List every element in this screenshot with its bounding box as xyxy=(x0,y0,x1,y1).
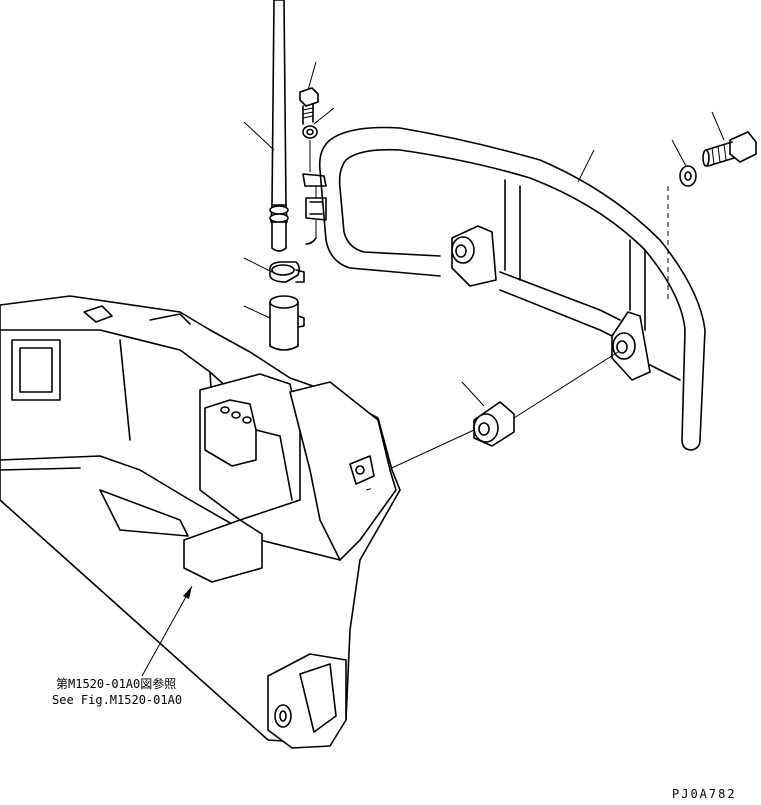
frame-lower-post xyxy=(267,653,347,749)
guard-mount-left xyxy=(451,225,497,287)
guard-bolt xyxy=(702,131,757,167)
drawing-code: PJ0A782 xyxy=(672,787,737,801)
reference-note-en: See Fig.M1520-01A0 xyxy=(52,693,182,707)
antenna-rod xyxy=(269,0,289,252)
guard-washer xyxy=(679,165,697,187)
antenna-bolt xyxy=(299,87,319,125)
frame-rear-corner xyxy=(289,381,397,561)
guard-frame xyxy=(318,126,706,451)
antenna-base-pipe xyxy=(269,295,305,351)
antenna-washer xyxy=(302,125,318,139)
frame-mount-block xyxy=(199,373,301,521)
spacer-bushing xyxy=(473,401,515,447)
guard-mount-right xyxy=(611,311,651,381)
antenna-clamp xyxy=(269,261,305,283)
leader-lines xyxy=(141,61,725,677)
reference-note-jp: 第M1520-01A0図参照 xyxy=(56,676,176,691)
counterweight-block xyxy=(183,519,263,583)
antenna-bracket xyxy=(302,140,327,245)
